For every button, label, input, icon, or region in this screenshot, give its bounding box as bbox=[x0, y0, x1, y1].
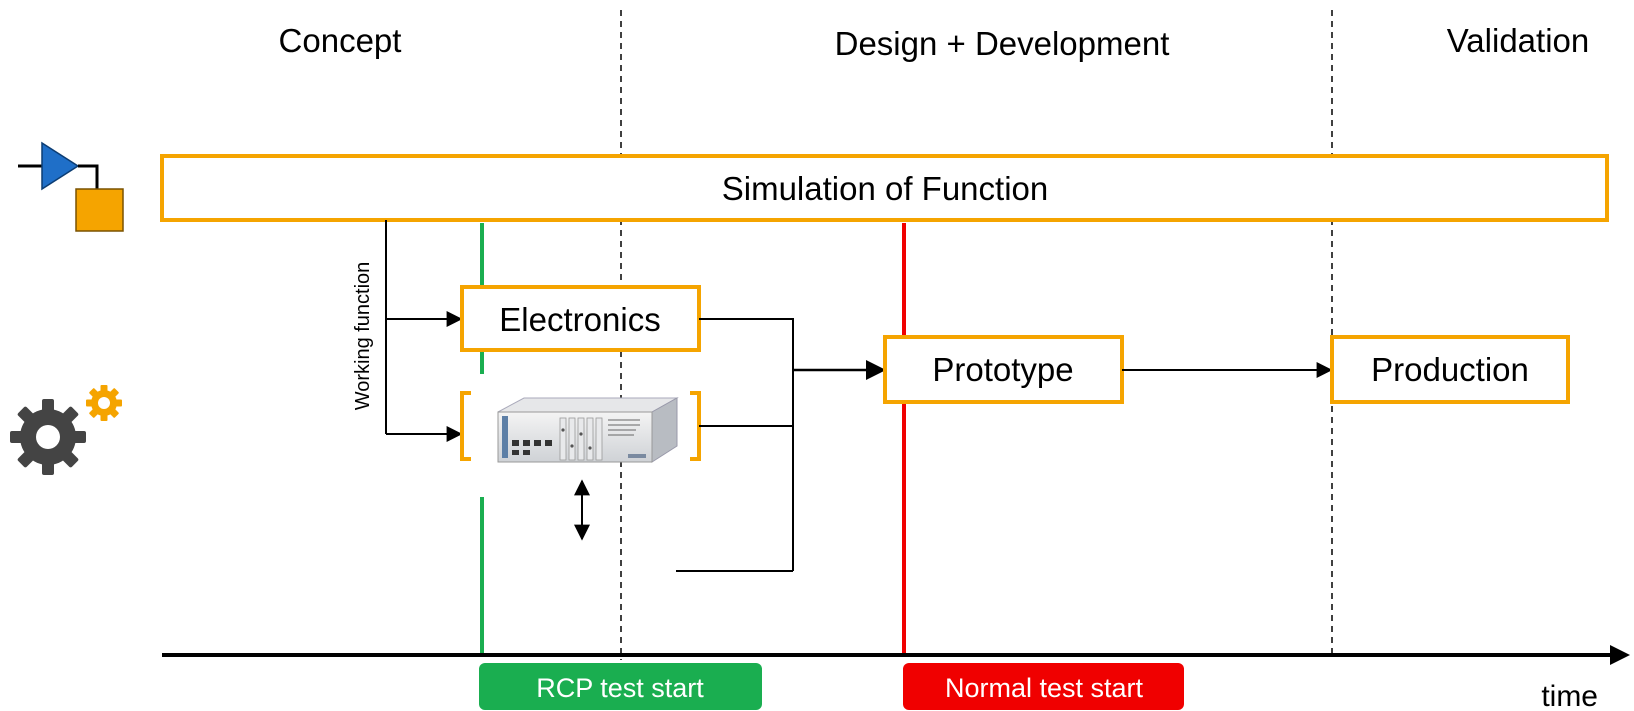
normal-test-start-label: Normal test start bbox=[945, 673, 1144, 703]
production-box bbox=[1330, 335, 1570, 404]
rcp-test-start-badge bbox=[479, 663, 762, 710]
gear-large-icon bbox=[10, 399, 86, 475]
hardware-bracket-left bbox=[460, 391, 471, 461]
connector-electronics-to-merge bbox=[699, 318, 794, 571]
rcp-test-start-label: RCP test start bbox=[536, 673, 704, 703]
simulation-box-label: Simulation of Function bbox=[722, 170, 1049, 207]
hardware-bracket-right bbox=[690, 391, 701, 461]
prototype-box bbox=[883, 335, 1124, 404]
phase-label-validation: Validation bbox=[1447, 22, 1590, 59]
simulation-model-icon bbox=[18, 141, 124, 232]
time-axis-label: time bbox=[1541, 680, 1598, 711]
electronics-box bbox=[460, 285, 701, 352]
phase-label-concept: Concept bbox=[279, 22, 402, 59]
phase-label-design: Design + Development bbox=[835, 25, 1170, 62]
normal-test-start-badge bbox=[903, 663, 1184, 710]
rcp-hardware-image bbox=[497, 397, 679, 463]
prototype-box-label: Prototype bbox=[932, 351, 1073, 388]
simulation-box bbox=[160, 154, 1609, 222]
time-axis-arrowhead bbox=[1610, 645, 1630, 665]
production-box-label: Production bbox=[1371, 351, 1529, 388]
working-function-label: Working function bbox=[352, 262, 374, 411]
gear-small-icon bbox=[86, 385, 122, 421]
gears-icon bbox=[10, 385, 122, 475]
electronics-box-label: Electronics bbox=[499, 301, 660, 338]
